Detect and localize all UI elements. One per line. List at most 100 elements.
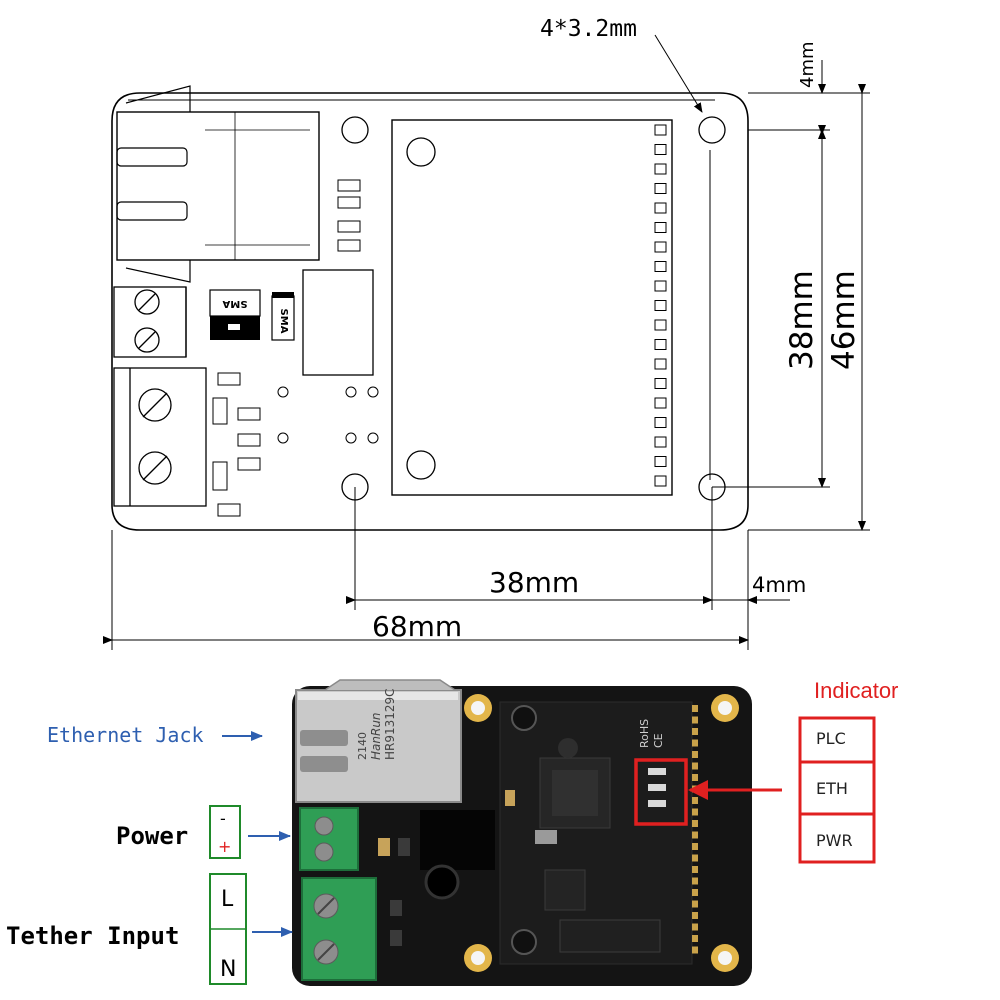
- callouts: [209, 716, 876, 985]
- edge-pin: [692, 716, 698, 724]
- module-edge-pins: [692, 705, 698, 954]
- tether-input-label: Tether Input: [6, 922, 179, 950]
- right-offset-label: 4mm: [752, 573, 806, 597]
- edge-pin: [692, 935, 698, 942]
- edge-pin: [692, 843, 698, 850]
- module-hole: [406, 137, 436, 167]
- rj45-brand: HanRun: [369, 712, 383, 760]
- via: [367, 386, 379, 398]
- terminal-tether: [301, 877, 377, 981]
- edge-pin: [692, 900, 698, 908]
- resistor: [337, 196, 361, 209]
- edge-pin: [692, 912, 698, 919]
- hole-span-vertical-label: 38mm: [784, 270, 820, 370]
- power-polarity-box: [209, 805, 241, 859]
- edge-pin: [692, 705, 698, 712]
- rj45-model: HR913129C: [383, 688, 397, 760]
- rj45-outline: [116, 85, 320, 283]
- screw: [511, 705, 537, 731]
- top-offset-label: 4mm: [797, 41, 818, 88]
- module-pin: [654, 144, 667, 155]
- edge-pin: [692, 831, 698, 839]
- led-label-pwr: PWR: [816, 831, 853, 850]
- module-pin: [654, 163, 667, 175]
- indicator-title: Indicator: [814, 678, 898, 703]
- smd-part: [237, 457, 261, 471]
- edge-pin: [692, 877, 698, 885]
- module-pin: [654, 475, 667, 487]
- resistor: [337, 220, 361, 233]
- via: [345, 386, 357, 398]
- module-pin: [654, 339, 667, 350]
- technical-drawing: [103, 34, 870, 650]
- led-label-plc: PLC: [816, 729, 846, 748]
- tether-l: L: [221, 887, 234, 912]
- ethernet-jack-label: Ethernet Jack: [47, 723, 204, 747]
- module-pin: [654, 319, 667, 331]
- power-minus: -: [220, 809, 226, 828]
- module-pin: [654, 183, 667, 194]
- chip: [544, 869, 586, 911]
- edge-pin: [692, 762, 698, 770]
- edge-pin: [692, 797, 698, 804]
- edge-pin: [692, 854, 698, 862]
- crystal: [535, 830, 557, 844]
- width-label: 68mm: [372, 610, 462, 643]
- module-pin: [654, 397, 667, 409]
- via: [367, 432, 379, 444]
- led-eth: [648, 784, 666, 791]
- screw: [511, 929, 537, 955]
- resistor: [337, 179, 361, 192]
- ce-mark: CE: [652, 733, 665, 748]
- smd-part: [237, 433, 261, 447]
- via: [277, 432, 289, 444]
- transformer: [420, 810, 495, 870]
- indicator-highlight: [634, 758, 688, 826]
- module-hole: [406, 450, 436, 480]
- hole-span-horizontal-label: 38mm: [489, 566, 579, 599]
- transformer-outline: [302, 269, 374, 376]
- edge-pin: [692, 866, 698, 873]
- module-pin: [654, 358, 667, 370]
- module-pin: [654, 280, 667, 292]
- board-outline: [111, 92, 749, 531]
- hole-dimension-label: 4*3.2mm: [540, 16, 637, 42]
- board-photo: [292, 679, 752, 986]
- led-legend-box: [798, 716, 876, 864]
- mount-hole-top-right: [698, 116, 726, 144]
- tether-n: N: [220, 957, 236, 982]
- height-label: 46mm: [826, 270, 862, 370]
- smd-part: [217, 372, 241, 386]
- edge-pin: [692, 946, 698, 954]
- terminal-power: [299, 807, 359, 871]
- resistor: [337, 239, 361, 252]
- smd-part: [217, 503, 241, 517]
- module-pin: [654, 417, 667, 428]
- rj45-code: 2140: [356, 732, 369, 760]
- led-label-eth: ETH: [816, 779, 848, 798]
- smd-part: [237, 407, 261, 421]
- terminal-block-small: [113, 286, 187, 358]
- diode-label: SMA: [278, 309, 289, 334]
- power-plus: +: [218, 837, 231, 856]
- module-pin: [654, 222, 667, 233]
- diode-label: SMA: [222, 298, 247, 309]
- module-pins: [654, 124, 667, 487]
- edge-pin: [692, 751, 698, 758]
- led-pwr: [648, 800, 666, 807]
- via: [345, 432, 357, 444]
- module-outline: [391, 119, 673, 496]
- rohs-mark: RoHS: [638, 719, 651, 748]
- led-plc: [648, 768, 666, 775]
- module-pin: [654, 456, 667, 467]
- module-pin: [654, 202, 667, 214]
- module-pin: [654, 300, 667, 311]
- module-pin: [654, 378, 667, 389]
- module-pin: [654, 261, 667, 272]
- smd-part: [212, 461, 228, 491]
- mark-hole: [341, 116, 369, 144]
- edge-pin: [692, 889, 698, 896]
- edge-pin: [692, 739, 698, 747]
- smd-part: [212, 397, 228, 425]
- power-label: Power: [116, 822, 188, 850]
